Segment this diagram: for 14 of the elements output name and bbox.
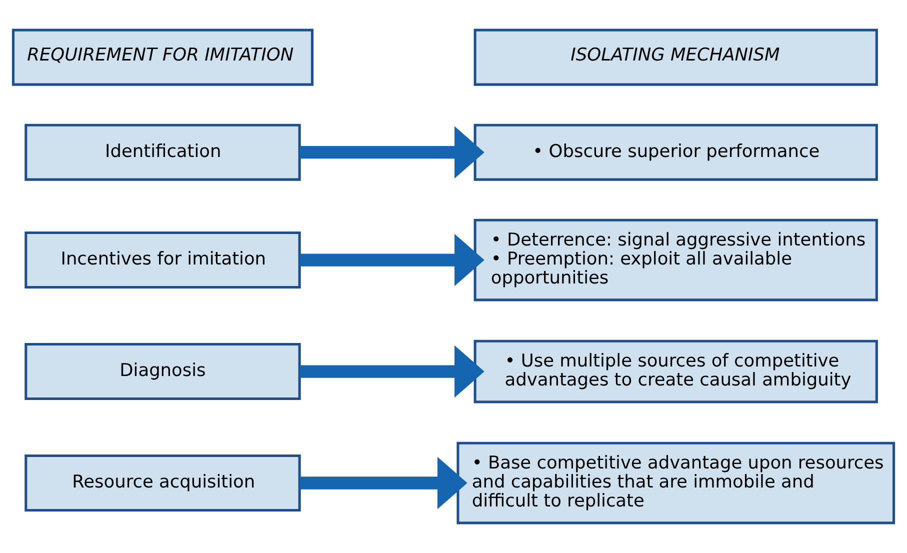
arrow <box>300 345 484 398</box>
node-box: Diagnosis <box>24 343 301 400</box>
node-box: Resource acquisition <box>24 454 301 512</box>
arrow <box>300 126 484 178</box>
node-box: Incentives for imitation <box>24 232 301 289</box>
node-box: REQUIREMENT FOR IMITATION <box>12 28 314 86</box>
node-box: • Base competitive advantage upon resources and capabilities that are immobile and difficult to replicate <box>456 442 896 524</box>
node-box: • Obscure superior performance <box>474 124 878 181</box>
node-box: • Use multiple sources of competitive advantages to create causal ambiguity <box>474 340 878 404</box>
arrow <box>300 234 484 286</box>
node-box: ISOLATING MECHANISM <box>474 28 878 86</box>
node-box: Identification <box>24 124 301 181</box>
node-box: • Deterrence: signal aggressive intentions • Preemption: exploit all available opportunities <box>474 218 878 302</box>
arrow <box>300 456 468 510</box>
